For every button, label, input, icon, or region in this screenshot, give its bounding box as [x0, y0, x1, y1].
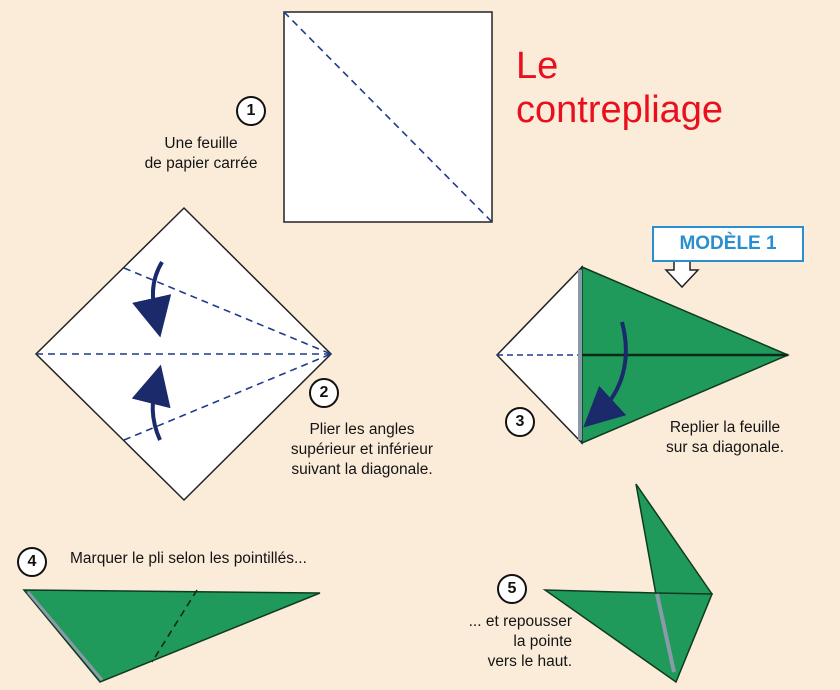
diagonal-fold-line — [283, 11, 493, 223]
kite-edge-shadow — [578, 270, 582, 440]
page-title: Le contrepliage — [516, 44, 723, 132]
step-3-caption: Replier la feuille sur sa diagonale. — [638, 418, 812, 458]
caption-line: Plier les angles — [309, 421, 415, 438]
step5-reverse-fold-figure — [542, 483, 714, 684]
fold-up-arrow-icon — [131, 364, 171, 441]
caption-line: la pointe — [513, 633, 572, 650]
step-1-number: 1 — [236, 96, 266, 126]
triangle-edge-shadow — [26, 591, 104, 681]
caption-line: Marquer le pli selon les pointillés... — [70, 550, 307, 567]
caption-line: Replier la feuille — [669, 419, 781, 436]
caption-line: ... et repousser — [468, 613, 572, 630]
caption-line: de papier carrée — [144, 155, 258, 172]
title-line-2: contrepliage — [516, 89, 724, 131]
step-3-number: 3 — [505, 407, 535, 437]
caption-line: vers le haut. — [487, 653, 572, 670]
step-2-caption: Plier les angles supérieur et inférieur … — [272, 420, 452, 480]
lower-fold-line — [123, 353, 332, 441]
step2-diamond-figure — [34, 206, 333, 502]
title-line-1: Le — [516, 45, 559, 87]
caption-line: Une feuille — [164, 135, 238, 152]
model-label-box: MODÈLE 1 — [652, 226, 804, 262]
triangle-sheet — [22, 589, 321, 683]
step-2-number: 2 — [309, 378, 339, 408]
fold-down-arrow-icon — [132, 260, 172, 338]
step3-kite-figure — [495, 265, 790, 445]
step-1-caption: Une feuille de papier carrée — [118, 134, 284, 174]
crease-dashed-line — [151, 589, 198, 663]
step4-triangle-figure — [22, 589, 321, 683]
step-5-caption: ... et repousser la pointe vers le haut. — [400, 612, 572, 672]
down-arrow-icon — [664, 259, 700, 289]
fold-edge-shadow — [655, 593, 676, 673]
step1-square-figure — [283, 11, 493, 223]
caption-line: sur sa diagonale. — [665, 439, 785, 456]
step-4-number: 4 — [17, 547, 47, 577]
caption-line: suivant la diagonale. — [291, 461, 433, 478]
caption-line: supérieur et inférieur — [290, 441, 434, 458]
step-4-caption: Marquer le pli selon les pointillés... — [70, 549, 390, 569]
fold-over-arrow-icon — [583, 321, 628, 428]
upper-fold-line — [123, 267, 332, 355]
step-5-number: 5 — [497, 574, 527, 604]
